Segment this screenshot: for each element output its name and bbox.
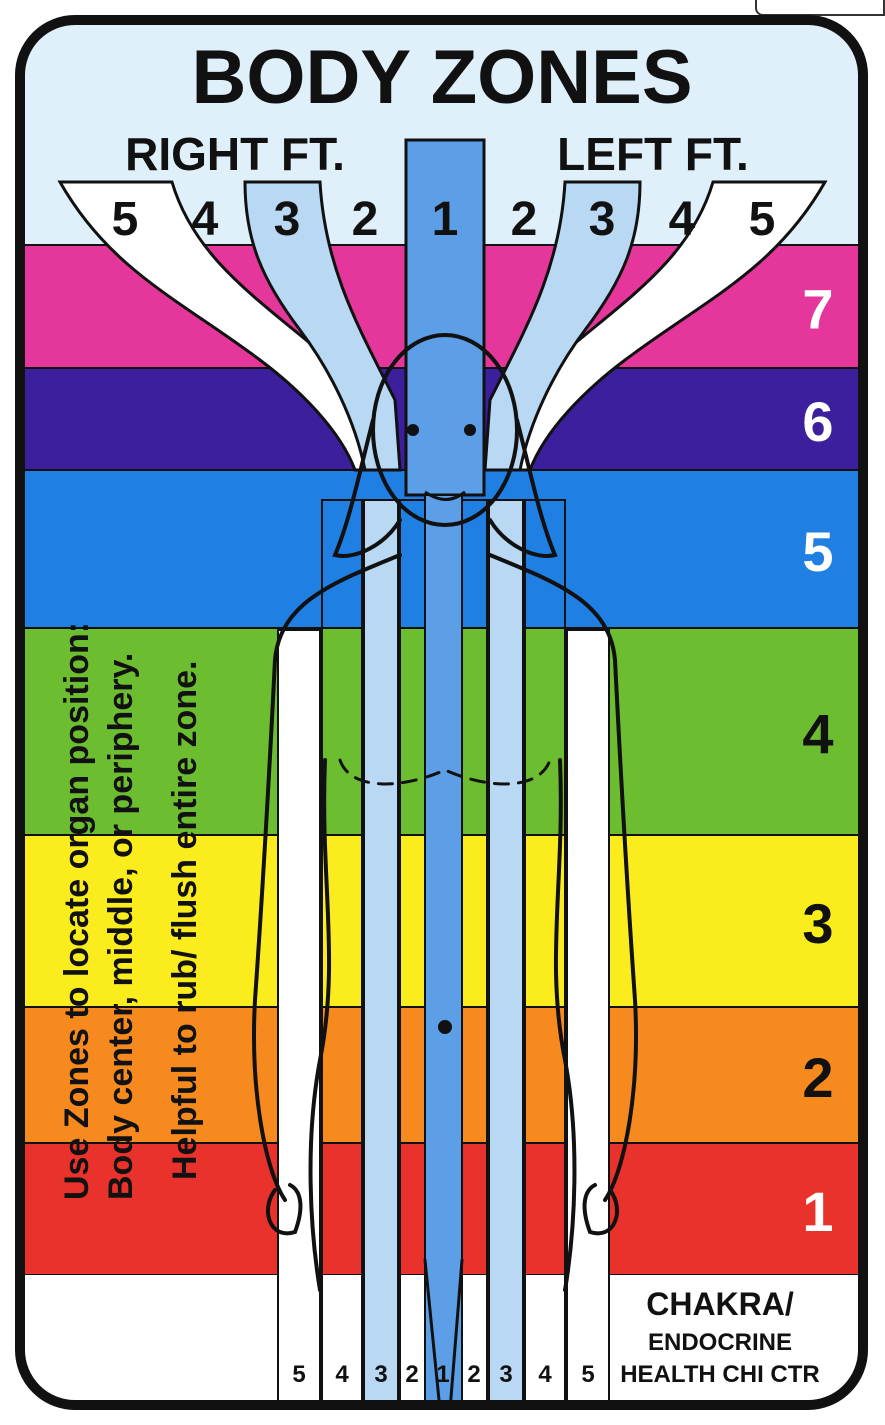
side-text-line-1: Use Zones to locate organ position: [58,622,96,1200]
left-eye [464,424,476,436]
bottom-zone-number: 5 [292,1361,305,1388]
bottom-zone-number: 3 [374,1361,387,1388]
chakra-number-3: 3 [802,892,833,955]
zone-1-body-strip [425,495,462,1410]
right-feet-label: RIGHT FT. [125,128,345,180]
bottom-zone-number: 4 [335,1361,349,1388]
chakra-number-5: 5 [802,520,833,583]
footer-line-2: ENDOCRINE [648,1329,792,1356]
toe-number: 3 [589,193,616,246]
bottom-zone-number: 3 [499,1361,512,1388]
toe-number: 5 [749,193,776,246]
side-text: Use Zones to locate organ position: Body… [58,622,204,1200]
footer-label: CHAKRA/ ENDOCRINE HEALTH CHI CTR [620,1286,820,1388]
zone-5-left-strip [567,630,609,1410]
bottom-zone-number: 1 [436,1361,449,1388]
right-eye [407,424,419,436]
zone-3-right-strip [364,500,398,1410]
toe-number: 1 [432,193,459,246]
toe-number: 4 [192,193,219,246]
bottom-zone-number: 2 [467,1361,480,1388]
zone-5-right-strip [278,630,320,1410]
toe-number: 2 [511,193,538,246]
footer-line-1: CHAKRA/ [646,1286,794,1322]
toe-number: 2 [352,193,379,246]
bottom-zone-number: 5 [581,1361,594,1388]
chakra-number-2: 2 [802,1046,833,1109]
left-feet-label: LEFT FT. [557,128,749,180]
toe-number: 5 [112,193,139,246]
chakra-number-6: 6 [802,390,833,453]
toe-number: 3 [274,193,301,246]
chakra-number-1: 1 [802,1180,833,1243]
bottom-zone-number: 4 [538,1361,552,1388]
zone-3-left-strip [489,500,523,1410]
footer-line-3: HEALTH CHI CTR [620,1361,820,1388]
chakra-band-numbers: 7 6 5 4 3 2 1 [802,278,833,1244]
side-text-line-3: Helpful to rub/ flush entire zone. [166,661,204,1180]
toe-number: 4 [669,193,696,246]
bottom-zone-number: 2 [405,1361,418,1388]
navel [438,1020,452,1034]
title: BODY ZONES [191,35,692,120]
chakra-number-7: 7 [802,278,833,341]
side-text-line-2: Body center, middle, or periphery. [102,653,140,1200]
chakra-number-4: 4 [802,703,833,766]
